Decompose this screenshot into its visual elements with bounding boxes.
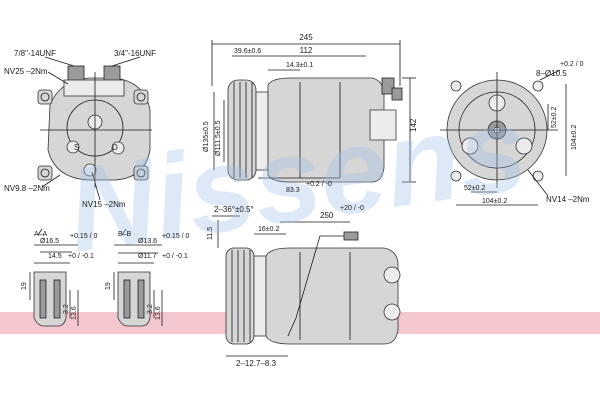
mount-holes-tol-label: +0.2 / 0 [560,61,584,68]
mount-holes-label: 8–Ø10.5 [536,69,567,78]
pulley-dia2-label: Ø111.5±0.5 [215,120,222,156]
a-dia2-tol-label: +0 / -0.1 [68,253,94,260]
a-h1-label: 19 [21,282,28,290]
len-14-label: 14.3±0.1 [286,62,313,69]
a-h2-label: 3.2 [63,304,70,314]
front-view [37,56,152,201]
port-s-label: S [74,143,79,152]
torque-left-label: NV9.8 –2Nm [4,184,50,193]
wire-length-tol-label: +20 / -0 [340,205,364,212]
b-h3-label: 13.6 [155,306,162,320]
dim-52v-label: 52±0.2 [551,107,558,128]
dim-16-label: 16±0.2 [258,226,279,233]
len-83-label: 83.3 [286,187,300,194]
belt-angle-label: 2–36°±0.5° [214,205,254,214]
b-dia2-tol-label: +0 / -0.1 [162,253,188,260]
section-b-label: B–B [118,231,132,238]
length-total-label: 245 [299,33,313,42]
b-h2-label: 3.2 [147,304,154,314]
rear-torque-label: NV14 –2Nm [546,195,590,204]
dim-52h-label: 52±0.2 [464,185,485,192]
fitting-suction-label: 7/8"-14UNF [14,49,56,58]
height-label: 142 [409,118,418,132]
wire-length-label: 250 [320,211,334,220]
section-a-label: A–A [34,231,48,238]
torque-bottom-label: NV15 –2Nm [82,200,126,209]
dim-104h-label: 104±0.2 [482,198,507,205]
rear-view [440,69,567,206]
b-dia2-label: Ø11.7 [138,253,157,260]
pulley-dia-label: Ø135±0.5 [203,121,210,152]
b-dia1-tol-label: +0.15 / 0 [162,233,190,240]
a-h3-label: 13.6 [71,306,78,320]
dim-104v-label: 104±0.2 [571,125,578,150]
len-83-tol-label: +0.2 / -0 [306,181,332,188]
fitting-discharge-label: 3/4"-16UNF [114,49,156,58]
dim-11-label: 11.5 [207,227,214,240]
side-view [211,40,416,183]
torque-top-label: NV25 –2Nm [4,67,48,76]
a-dia1-tol-label: +0.15 / 0 [70,233,98,240]
a-dia1-label: Ø16.5 [40,238,59,245]
b-dia1-label: Ø13.6 [138,238,157,245]
b-h1-label: 19 [105,282,112,290]
len-112-label: 112 [300,46,313,55]
port-d-label: D [112,143,118,152]
len-39-label: 39.6±0.6 [234,48,261,55]
a-dia2-label: 14.5 [48,253,62,260]
bottom-view [212,215,401,357]
fitting-sections [29,228,163,327]
groove-label: 2–12.7–8.3 [236,359,277,368]
